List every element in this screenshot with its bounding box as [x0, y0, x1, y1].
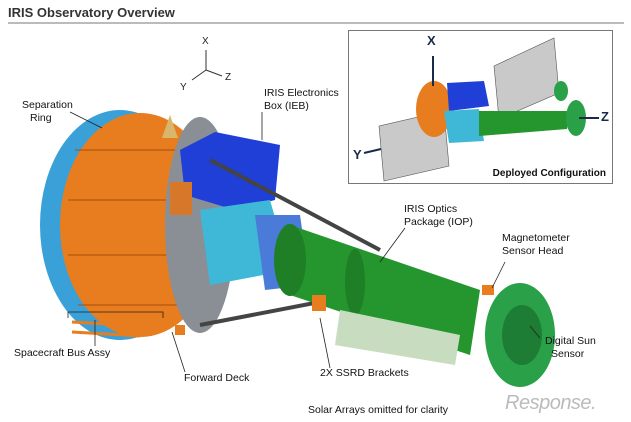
label-ssrd: 2X SSRD Brackets [320, 367, 409, 379]
axis-z-label: Z [225, 72, 232, 83]
axis-y-label: Y [180, 82, 187, 93]
title-divider [8, 22, 624, 24]
page-title: IRIS Observatory Overview [8, 5, 175, 20]
axis-triad [191, 50, 223, 81]
deployed-configuration-inset: X Y Z Deployed Configuration [348, 30, 613, 184]
inset-axis-x: X [427, 33, 436, 48]
label-bus: Spacecraft Bus Assy [14, 347, 111, 359]
cone [162, 115, 178, 138]
iop-tube [290, 225, 480, 355]
inset-axis-z: Z [601, 109, 609, 124]
axis-x-label: X [202, 36, 209, 47]
deployed-illustration [363, 37, 599, 182]
inset-axis-y: Y [353, 147, 362, 162]
leader-lines [67, 111, 541, 373]
label-forward-deck: Forward Deck [184, 372, 250, 384]
inset-caption: Deployed Configuration [492, 168, 606, 179]
note-solar-arrays: Solar Arrays omitted for clarity [308, 404, 449, 416]
response-watermark: Response. [505, 392, 597, 414]
